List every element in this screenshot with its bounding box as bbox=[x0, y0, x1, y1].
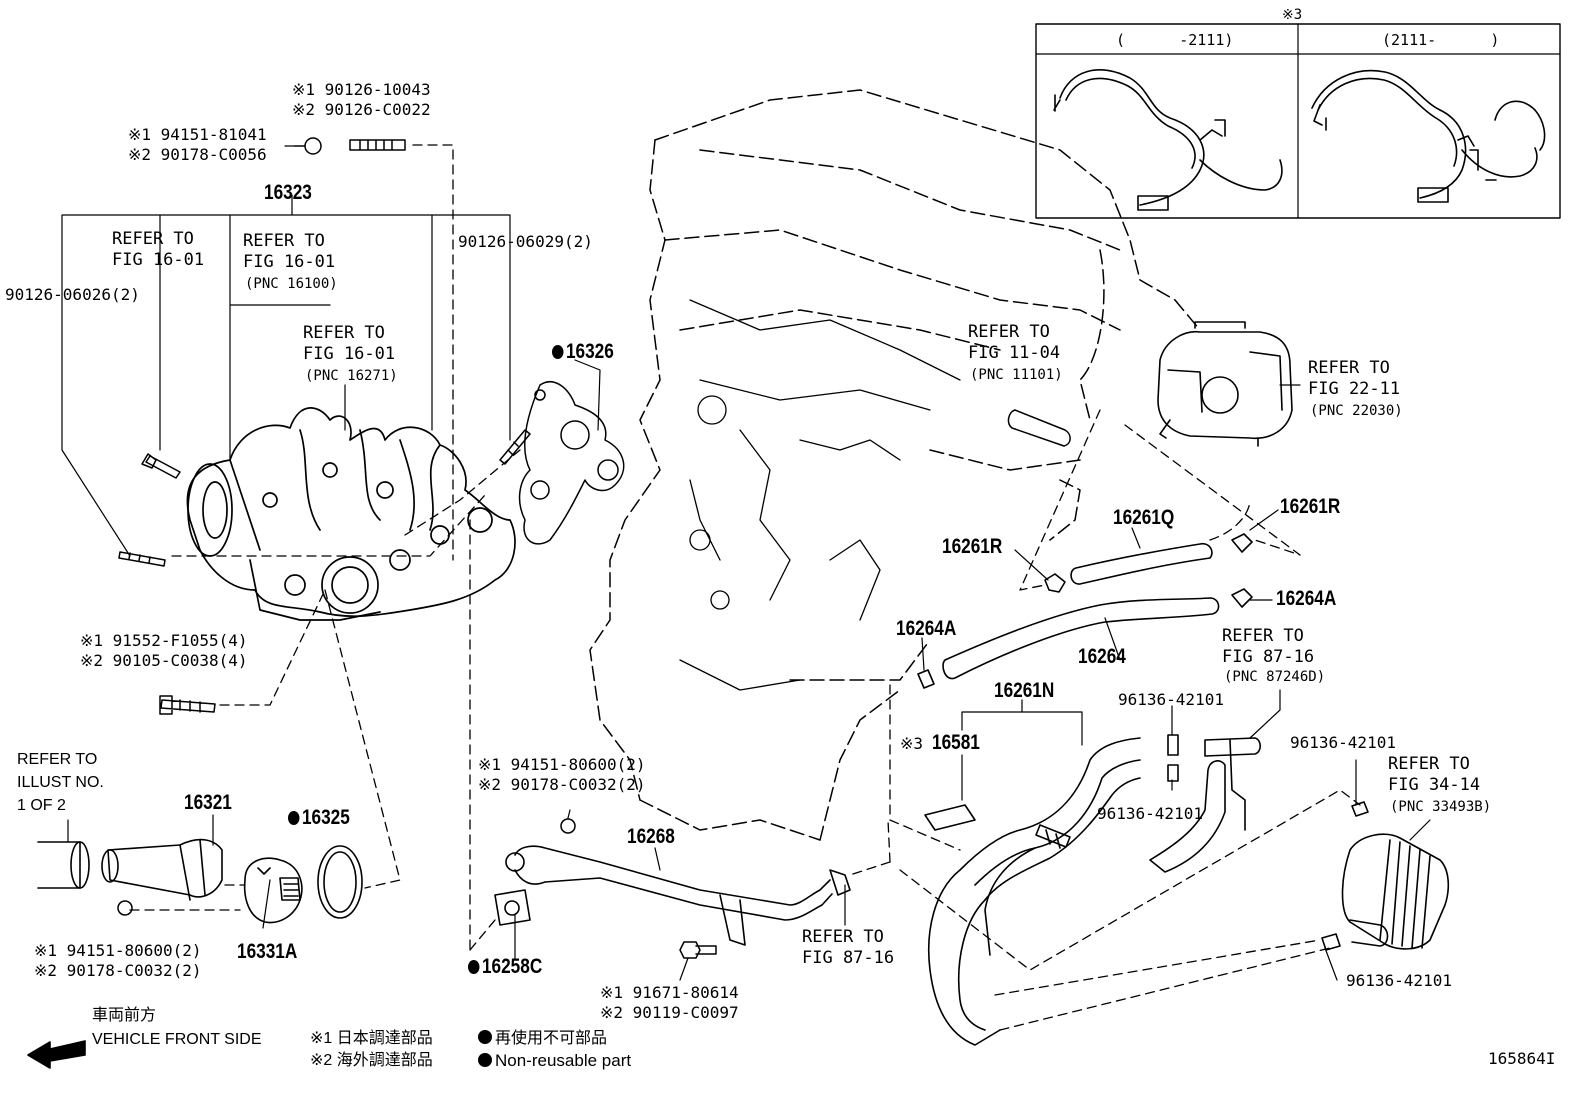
ref-c-line2: FIG 16-01 bbox=[303, 344, 396, 364]
ref-e-line3: (PNC 22030) bbox=[1310, 403, 1403, 419]
inset-col-left: ( -2111) bbox=[1116, 31, 1234, 49]
part-16321: 16321 bbox=[184, 791, 232, 814]
vehicle-front-arrow bbox=[27, 1040, 86, 1069]
ref-a-line2: FIG 16-01 bbox=[112, 250, 205, 270]
stud-right-part: 90126-06029(2) bbox=[458, 232, 593, 251]
engine-block-details bbox=[679, 299, 961, 691]
ref-g-line2: FIG 34-14 bbox=[1388, 775, 1481, 795]
ref-illust-line3: 1 OF 2 bbox=[17, 797, 66, 814]
ref-e-line2: FIG 22-11 bbox=[1308, 379, 1401, 399]
legend-overseas: ※2 海外調達部品 bbox=[310, 1052, 433, 1069]
part-16264A-left: 16264A bbox=[896, 617, 957, 640]
part-16264: 16264 bbox=[1078, 645, 1126, 668]
vehicle-front-en: VEHICLE FRONT SIDE bbox=[92, 1031, 262, 1048]
ref-d-line1: REFER TO bbox=[968, 322, 1050, 342]
stud-left-part: 90126-06026(2) bbox=[5, 285, 140, 304]
ref-b-line3: (PNC 16100) bbox=[245, 276, 338, 292]
top-bolt-part-2: ※2 90178-C0056 bbox=[128, 145, 267, 164]
part-16581: 16581 bbox=[932, 731, 980, 754]
ref-g-line3: (PNC 33493B) bbox=[1390, 799, 1492, 815]
clip-part-2: 96136-42101 bbox=[1290, 733, 1396, 752]
inset-box bbox=[1035, 23, 1561, 219]
ref-d-line3: (PNC 11101) bbox=[970, 367, 1063, 383]
legend-non-reusable-jp: 再使用不可部品 bbox=[478, 1028, 607, 1050]
ref-f-line1: REFER TO bbox=[1222, 626, 1304, 646]
ref-f-line3: (PNC 87246D) bbox=[1224, 669, 1326, 685]
dashed-connectors bbox=[129, 144, 1361, 1031]
water-inlet-and-thermostat bbox=[37, 838, 363, 924]
ref-e-line1: REFER TO bbox=[1308, 358, 1390, 378]
water-pump-assembly bbox=[186, 407, 516, 621]
oil-cooler bbox=[1321, 801, 1450, 951]
part-16261R-right: 16261R bbox=[1280, 495, 1341, 518]
figure-id: 165864I bbox=[1488, 1049, 1556, 1068]
part-16261R-left: 16261R bbox=[942, 535, 1003, 558]
hoses-lower bbox=[924, 734, 1262, 1046]
part-16261N: 16261N bbox=[994, 679, 1055, 702]
ref-c-line3: (PNC 16271) bbox=[305, 368, 398, 384]
bolt-d-part-2: ※2 90178-C0032(2) bbox=[478, 775, 646, 794]
leader-lines bbox=[61, 145, 1431, 981]
ref-g-line1: REFER TO bbox=[1388, 754, 1470, 774]
bolt-c-part-1: ※1 94151-80600(2) bbox=[34, 941, 202, 960]
inset-mark: ※3 bbox=[1282, 7, 1303, 23]
inset-col-right: (2111- ) bbox=[1382, 31, 1500, 49]
top-stud-part-2: ※2 90126-C0022 bbox=[292, 100, 431, 119]
clip-part-3: 96136-42101 bbox=[1097, 804, 1203, 823]
bolt-c-part-2: ※2 90178-C0032(2) bbox=[34, 961, 202, 980]
ref-illust-line2: ILLUST NO. bbox=[17, 774, 104, 791]
ref-b-line1: REFER TO bbox=[243, 231, 325, 251]
parts-diagram bbox=[27, 23, 1561, 1069]
ref-illust-line1: REFER TO bbox=[17, 751, 98, 768]
part-16326: 16326 bbox=[552, 340, 614, 364]
part-16331A: 16331A bbox=[237, 940, 298, 963]
pipe-11101 bbox=[1007, 409, 1071, 447]
bolt-d-part-1: ※1 94151-80600(2) bbox=[478, 755, 646, 774]
part-16581-mark: ※3 bbox=[900, 734, 924, 753]
hoses-upper bbox=[917, 533, 1253, 689]
ref-b-line2: FIG 16-01 bbox=[243, 252, 336, 272]
gasket-16326 bbox=[518, 381, 625, 545]
legend-non-reusable-en: Non-reusable part bbox=[478, 1050, 631, 1072]
legend-domestic: ※1 日本調達部品 bbox=[310, 1030, 433, 1047]
vehicle-front-jp: 車両前方 bbox=[92, 1007, 157, 1024]
part-16325: 16325 bbox=[288, 806, 350, 830]
engine-block-outline bbox=[589, 89, 1201, 841]
ref-h-line1: REFER TO bbox=[802, 927, 884, 947]
part-16323: 16323 bbox=[264, 181, 312, 204]
bolt4-part-2: ※2 90105-C0038(4) bbox=[80, 651, 248, 670]
ref-a-line1: REFER TO bbox=[112, 229, 194, 249]
bolt-e-part-2: ※2 90119-C0097 bbox=[600, 1003, 739, 1022]
part-16268: 16268 bbox=[627, 825, 675, 848]
top-stud-part-1: ※1 90126-10043 bbox=[292, 80, 431, 99]
ref-f-line2: FIG 87-16 bbox=[1222, 647, 1315, 667]
bolt-e-part-1: ※1 91671-80614 bbox=[600, 983, 739, 1002]
clip-part-4: 96136-42101 bbox=[1346, 971, 1452, 990]
bolt4-part-1: ※1 91552-F1055(4) bbox=[80, 631, 248, 650]
part-16261Q: 16261Q bbox=[1113, 506, 1175, 529]
pipe-16268 bbox=[494, 845, 851, 946]
ref-h-line2: FIG 87-16 bbox=[802, 948, 895, 968]
ref-d-line2: FIG 11-04 bbox=[968, 343, 1061, 363]
ref-c-line1: REFER TO bbox=[303, 323, 385, 343]
part-16258C: 16258C bbox=[468, 955, 542, 979]
clip-part-1: 96136-42101 bbox=[1118, 690, 1224, 709]
throttle-body bbox=[1157, 321, 1293, 447]
part-16264A-right: 16264A bbox=[1276, 587, 1337, 610]
top-bolt-part-1: ※1 94151-81041 bbox=[128, 125, 267, 144]
